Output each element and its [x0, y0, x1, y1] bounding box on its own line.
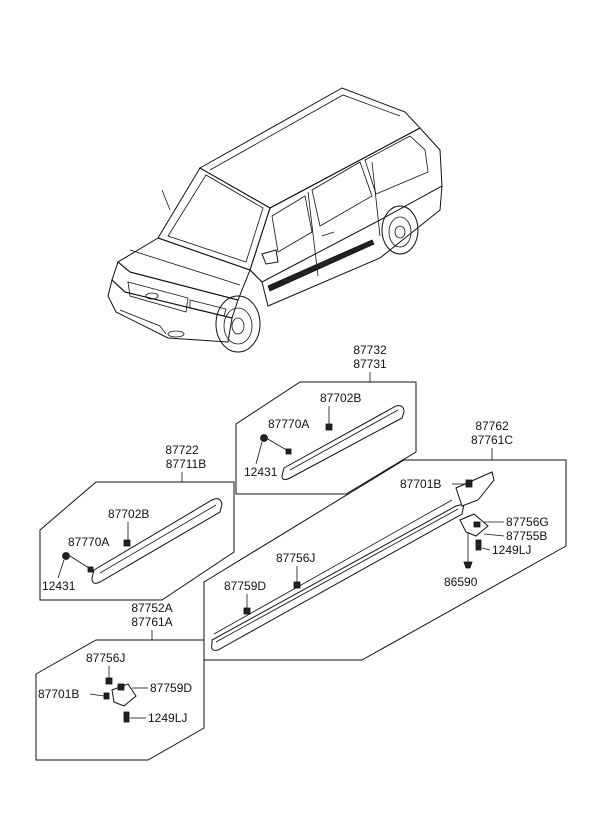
label-12431-front: 12431 [42, 579, 76, 593]
front-door-frame [39, 481, 235, 601]
front-door-molding-group: 87722 87711B 87702B 87770A 12431 [39, 443, 235, 601]
side-sill-molding [211, 503, 465, 651]
rear-door-molding [281, 405, 405, 481]
minivan-illustration [107, 87, 443, 353]
part-number-87722: 87722 [165, 443, 199, 457]
label-87755B: 87755B [506, 529, 547, 543]
label-1249LJ-ext: 1249LJ [148, 711, 187, 725]
side-sill-molding-group: 87762 87761C 87701B 87756G 87755B 1249LJ… [203, 419, 567, 661]
part-number-87711B: 87711B [166, 457, 206, 471]
label-87756J-sill: 87756J [276, 551, 315, 565]
part-number-87761C: 87761C [471, 433, 513, 447]
label-1249LJ-sill: 1249LJ [492, 543, 531, 557]
front-extension-frame [35, 639, 205, 761]
label-87702B-front: 87702B [108, 507, 149, 521]
label-87702B-rear: 87702B [320, 391, 361, 405]
front-door-molding [91, 498, 223, 584]
part-number-87732: 87732 [353, 343, 387, 357]
rear-door-molding-group: 87732 87731 87702B 87770A 12431 [235, 343, 417, 495]
front-extension-group: 87752A 87761A 87756J 87759D 87701B 1249L… [35, 601, 205, 761]
part-number-87731: 87731 [353, 357, 387, 371]
label-87756G: 87756G [506, 515, 549, 529]
label-87759D-sill: 87759D [224, 579, 266, 593]
label-87759D-ext: 87759D [150, 681, 192, 695]
label-87701B-ext: 87701B [38, 687, 79, 701]
label-87770A-rear: 87770A [268, 417, 309, 431]
part-number-87752A: 87752A [131, 601, 172, 615]
label-86590: 86590 [444, 575, 478, 589]
side-sill-frame [203, 459, 567, 661]
label-87770A-front: 87770A [68, 535, 109, 549]
label-87756J-ext: 87756J [86, 651, 125, 665]
part-number-87762: 87762 [475, 419, 509, 433]
label-87701B-sill: 87701B [400, 477, 441, 491]
rear-door-frame [235, 381, 417, 495]
label-12431-rear: 12431 [244, 465, 278, 479]
part-number-87761A: 87761A [131, 615, 172, 629]
